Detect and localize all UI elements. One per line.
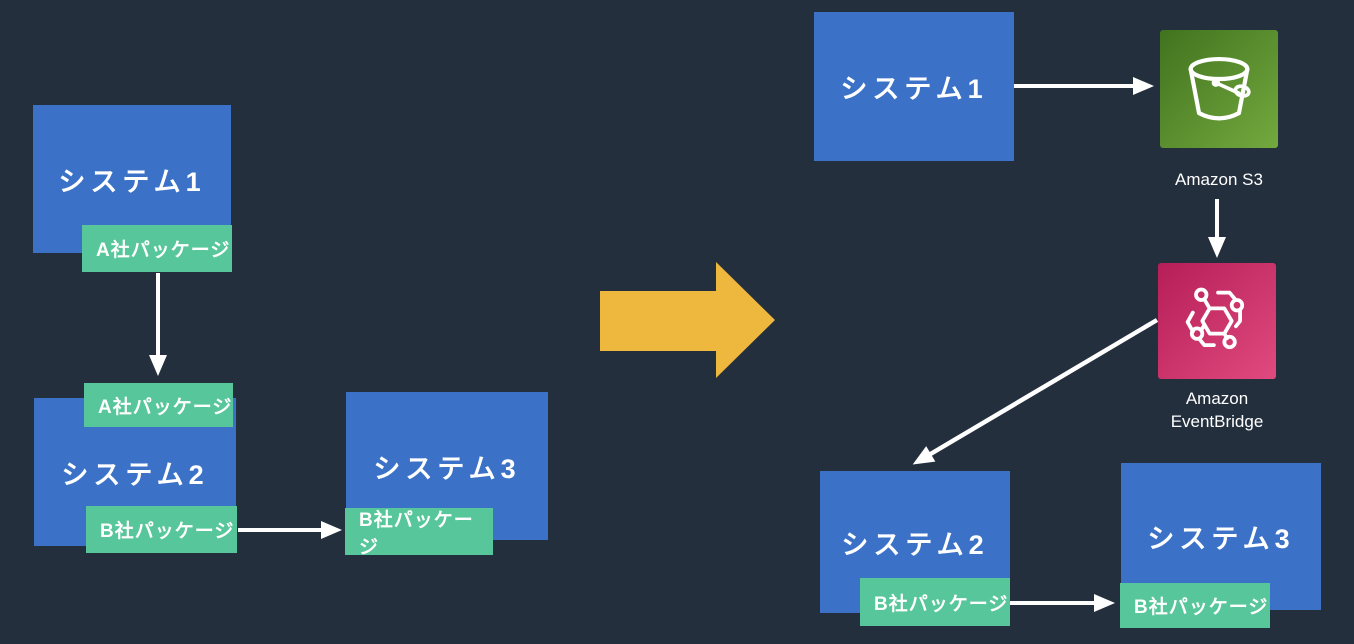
after-system3-label: システム3	[1147, 524, 1295, 554]
package-label: B社パッケージ	[874, 593, 1009, 615]
before-system2-label: システム2	[61, 459, 209, 490]
eventbridge-label-line1: Amazon	[1185, 389, 1249, 408]
arrow-after-eventbridge-to-sys2	[912, 318, 1159, 465]
package-label: A社パッケージ	[98, 396, 233, 418]
eventbridge-label-line2: EventBridge	[1170, 412, 1264, 431]
package-label: B社パッケージ	[1134, 597, 1269, 618]
before-system1-package-a: A社パッケージ	[82, 225, 232, 272]
after-system3-package-b: B社パッケージ	[1120, 583, 1270, 628]
after-system1-box: システム1	[814, 12, 1014, 161]
after-system2-package-b: B社パッケージ	[860, 578, 1010, 626]
after-system2-label: システム2	[841, 529, 989, 560]
eventbridge-label: Amazon EventBridge	[1142, 387, 1292, 433]
eventbridge-icon	[1158, 263, 1276, 379]
after-system1-label: システム1	[840, 74, 988, 104]
package-label: B社パッケージ	[359, 509, 474, 558]
package-label: B社パッケージ	[100, 521, 235, 542]
s3-bucket-icon	[1160, 30, 1278, 148]
before-system3-label: システム3	[373, 453, 521, 484]
package-label: A社パッケージ	[96, 240, 231, 261]
s3-label: Amazon S3	[1175, 170, 1263, 189]
before-system1-label: システム1	[58, 166, 206, 197]
before-system2-package-b: B社パッケージ	[86, 506, 237, 553]
before-system3-package-b: B社パッケージ	[345, 508, 493, 558]
before-system2-package-a: A社パッケージ	[84, 383, 233, 427]
transform-arrow	[600, 262, 775, 378]
